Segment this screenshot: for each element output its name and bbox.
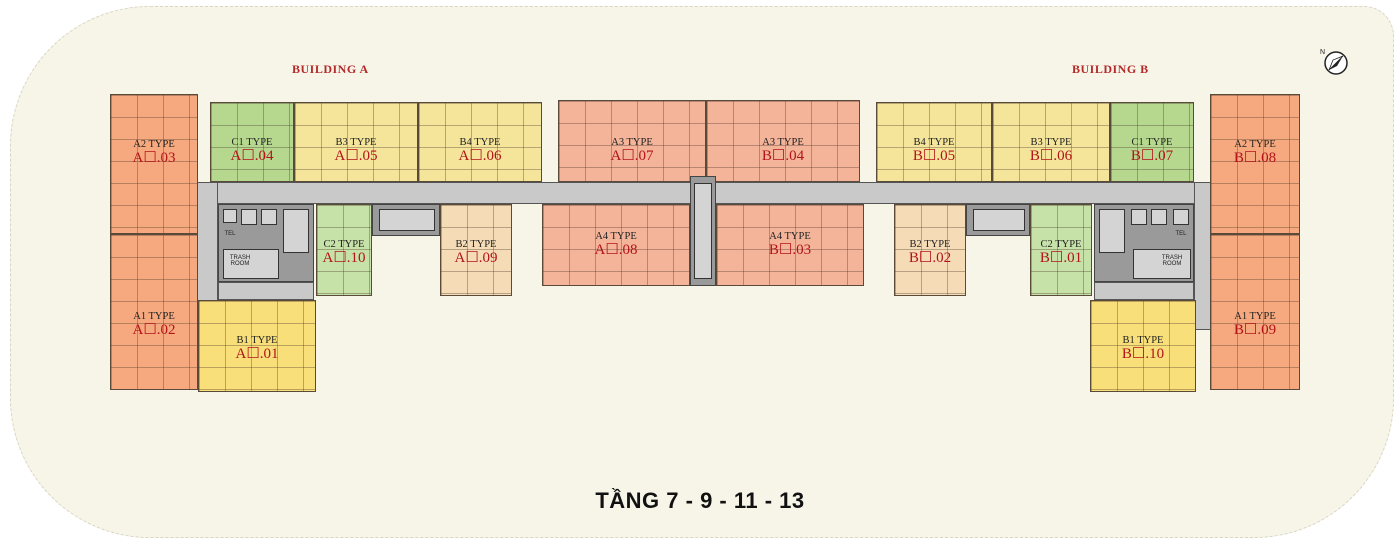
corridor-east-lower <box>1094 282 1194 300</box>
floor-title: TẦNG 7 - 9 - 11 - 13 <box>595 488 805 513</box>
stair-b <box>966 204 1030 236</box>
building-a-label: BUILDING A <box>292 62 369 76</box>
stair-a <box>372 204 440 236</box>
corridor-west-lower <box>218 282 314 300</box>
stair-center <box>690 176 716 286</box>
compass-icon: N <box>1320 49 1348 75</box>
core-building-b: TEL TRASH ROOM <box>1094 204 1194 282</box>
core-building-a: TEL TRASH ROOM <box>218 204 314 282</box>
compass-north-label: N <box>1320 49 1325 56</box>
building-b-label: BUILDING B <box>1072 62 1149 76</box>
